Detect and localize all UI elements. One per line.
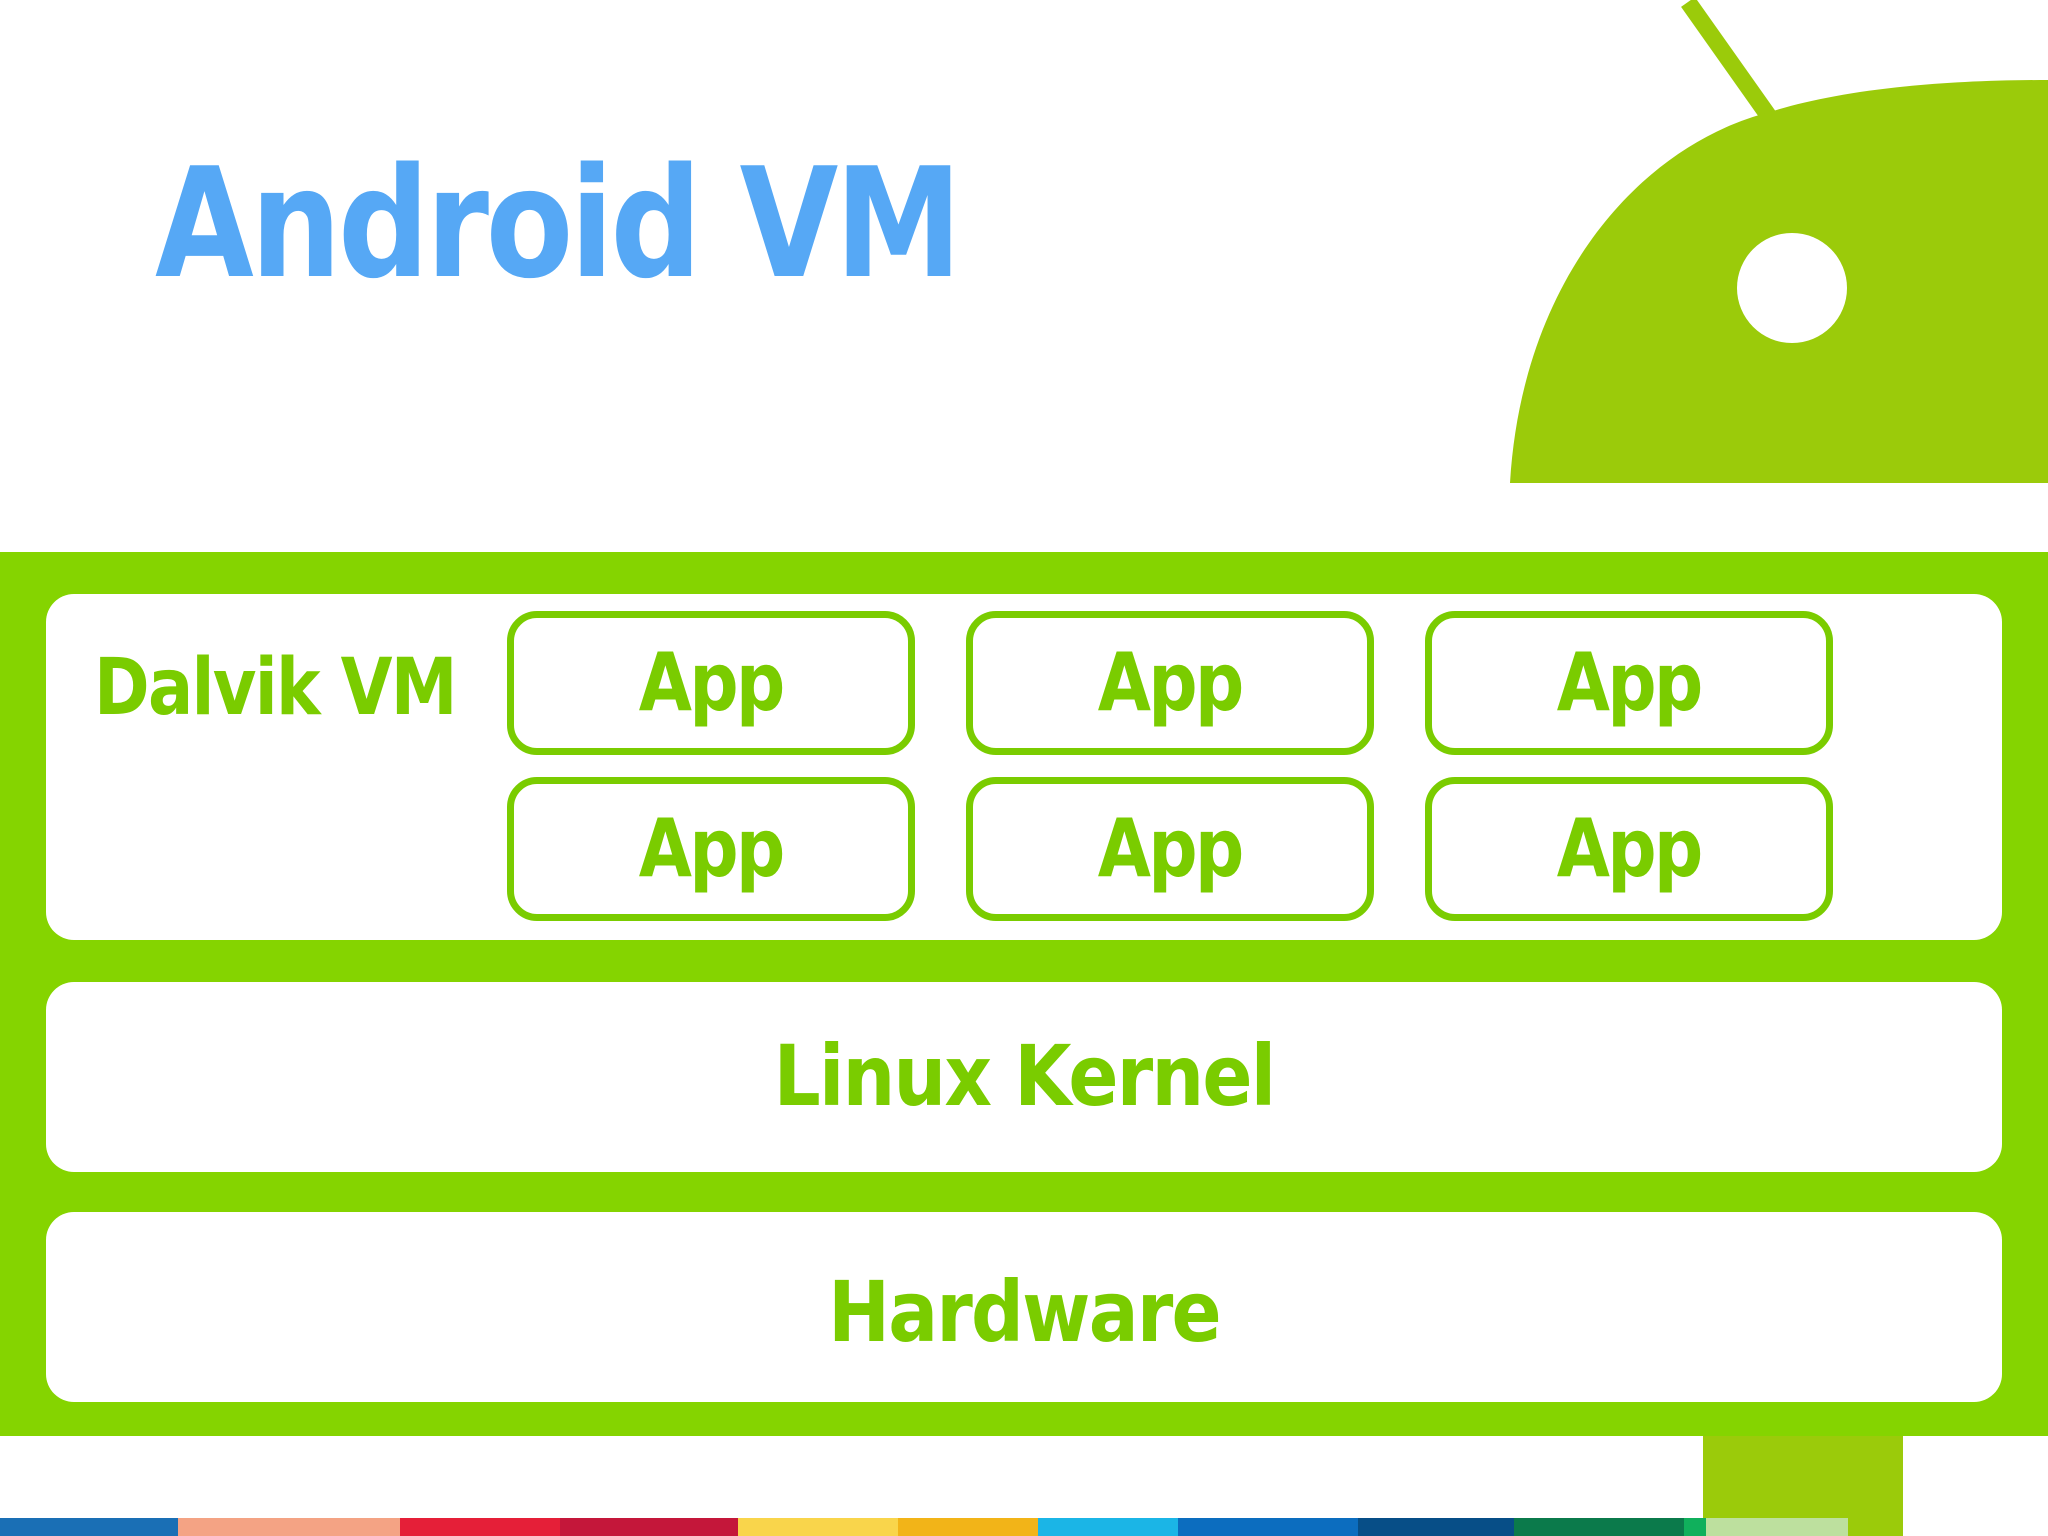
- stripe-segment: [560, 1518, 738, 1536]
- stripe-segment: [1684, 1518, 1706, 1536]
- robot-eye: [1737, 233, 1847, 343]
- stripe-segment: [1706, 1518, 1848, 1536]
- stripe-segment: [898, 1518, 1038, 1536]
- stripe-segment: [1178, 1518, 1358, 1536]
- hardware-label: Hardware: [828, 1263, 1222, 1361]
- robot-antenna: [1681, 0, 1777, 123]
- page-title: Android VM: [155, 135, 962, 312]
- app-box: App: [507, 777, 915, 921]
- app-label: App: [1097, 636, 1245, 729]
- stripe-segment: [1358, 1518, 1514, 1536]
- robot-leg: [1703, 1420, 1903, 1536]
- dalvik-vm-layer: Dalvik VM App App App App App App: [46, 594, 2002, 940]
- stripe-segment: [1514, 1518, 1684, 1536]
- app-box: App: [1425, 777, 1833, 921]
- stripe-segment: [178, 1518, 400, 1536]
- app-box: App: [966, 777, 1374, 921]
- stripe-segment: [400, 1518, 560, 1536]
- app-box: App: [507, 611, 915, 755]
- stripe-segment: [0, 1518, 178, 1536]
- hardware-layer: Hardware: [46, 1212, 2002, 1402]
- app-label: App: [638, 802, 786, 895]
- app-label: App: [1097, 802, 1245, 895]
- stripe-segment: [738, 1518, 898, 1536]
- app-label: App: [1556, 802, 1704, 895]
- dalvik-vm-label: Dalvik VM: [94, 643, 458, 733]
- app-box: App: [966, 611, 1374, 755]
- architecture-panel: Dalvik VM App App App App App App Linux …: [0, 552, 2048, 1436]
- stripe-segment: [1038, 1518, 1178, 1536]
- app-box: App: [1425, 611, 1833, 755]
- app-label: App: [1556, 636, 1704, 729]
- linux-kernel-layer: Linux Kernel: [46, 982, 2002, 1172]
- app-label: App: [638, 636, 786, 729]
- linux-kernel-label: Linux Kernel: [773, 1027, 1276, 1125]
